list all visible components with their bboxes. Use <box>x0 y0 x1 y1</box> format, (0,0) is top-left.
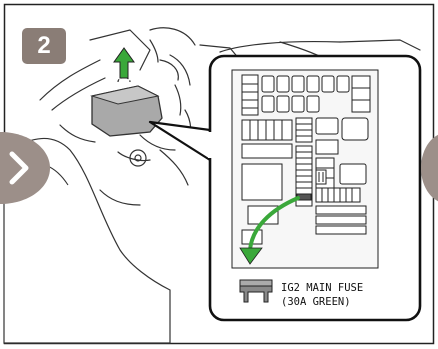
chevron-left-icon <box>0 132 50 204</box>
prev-step-button[interactable] <box>0 132 50 204</box>
step-number-badge: 2 <box>22 28 66 64</box>
fuse-spec: (30A GREEN) <box>281 296 351 308</box>
next-step-button[interactable] <box>410 132 438 204</box>
fuse-name: IG2 MAIN FUSE <box>281 282 363 294</box>
fuse-callout-label: IG2 MAIN FUSE (30A GREEN) <box>281 281 363 309</box>
chevron-right-icon <box>421 132 438 204</box>
